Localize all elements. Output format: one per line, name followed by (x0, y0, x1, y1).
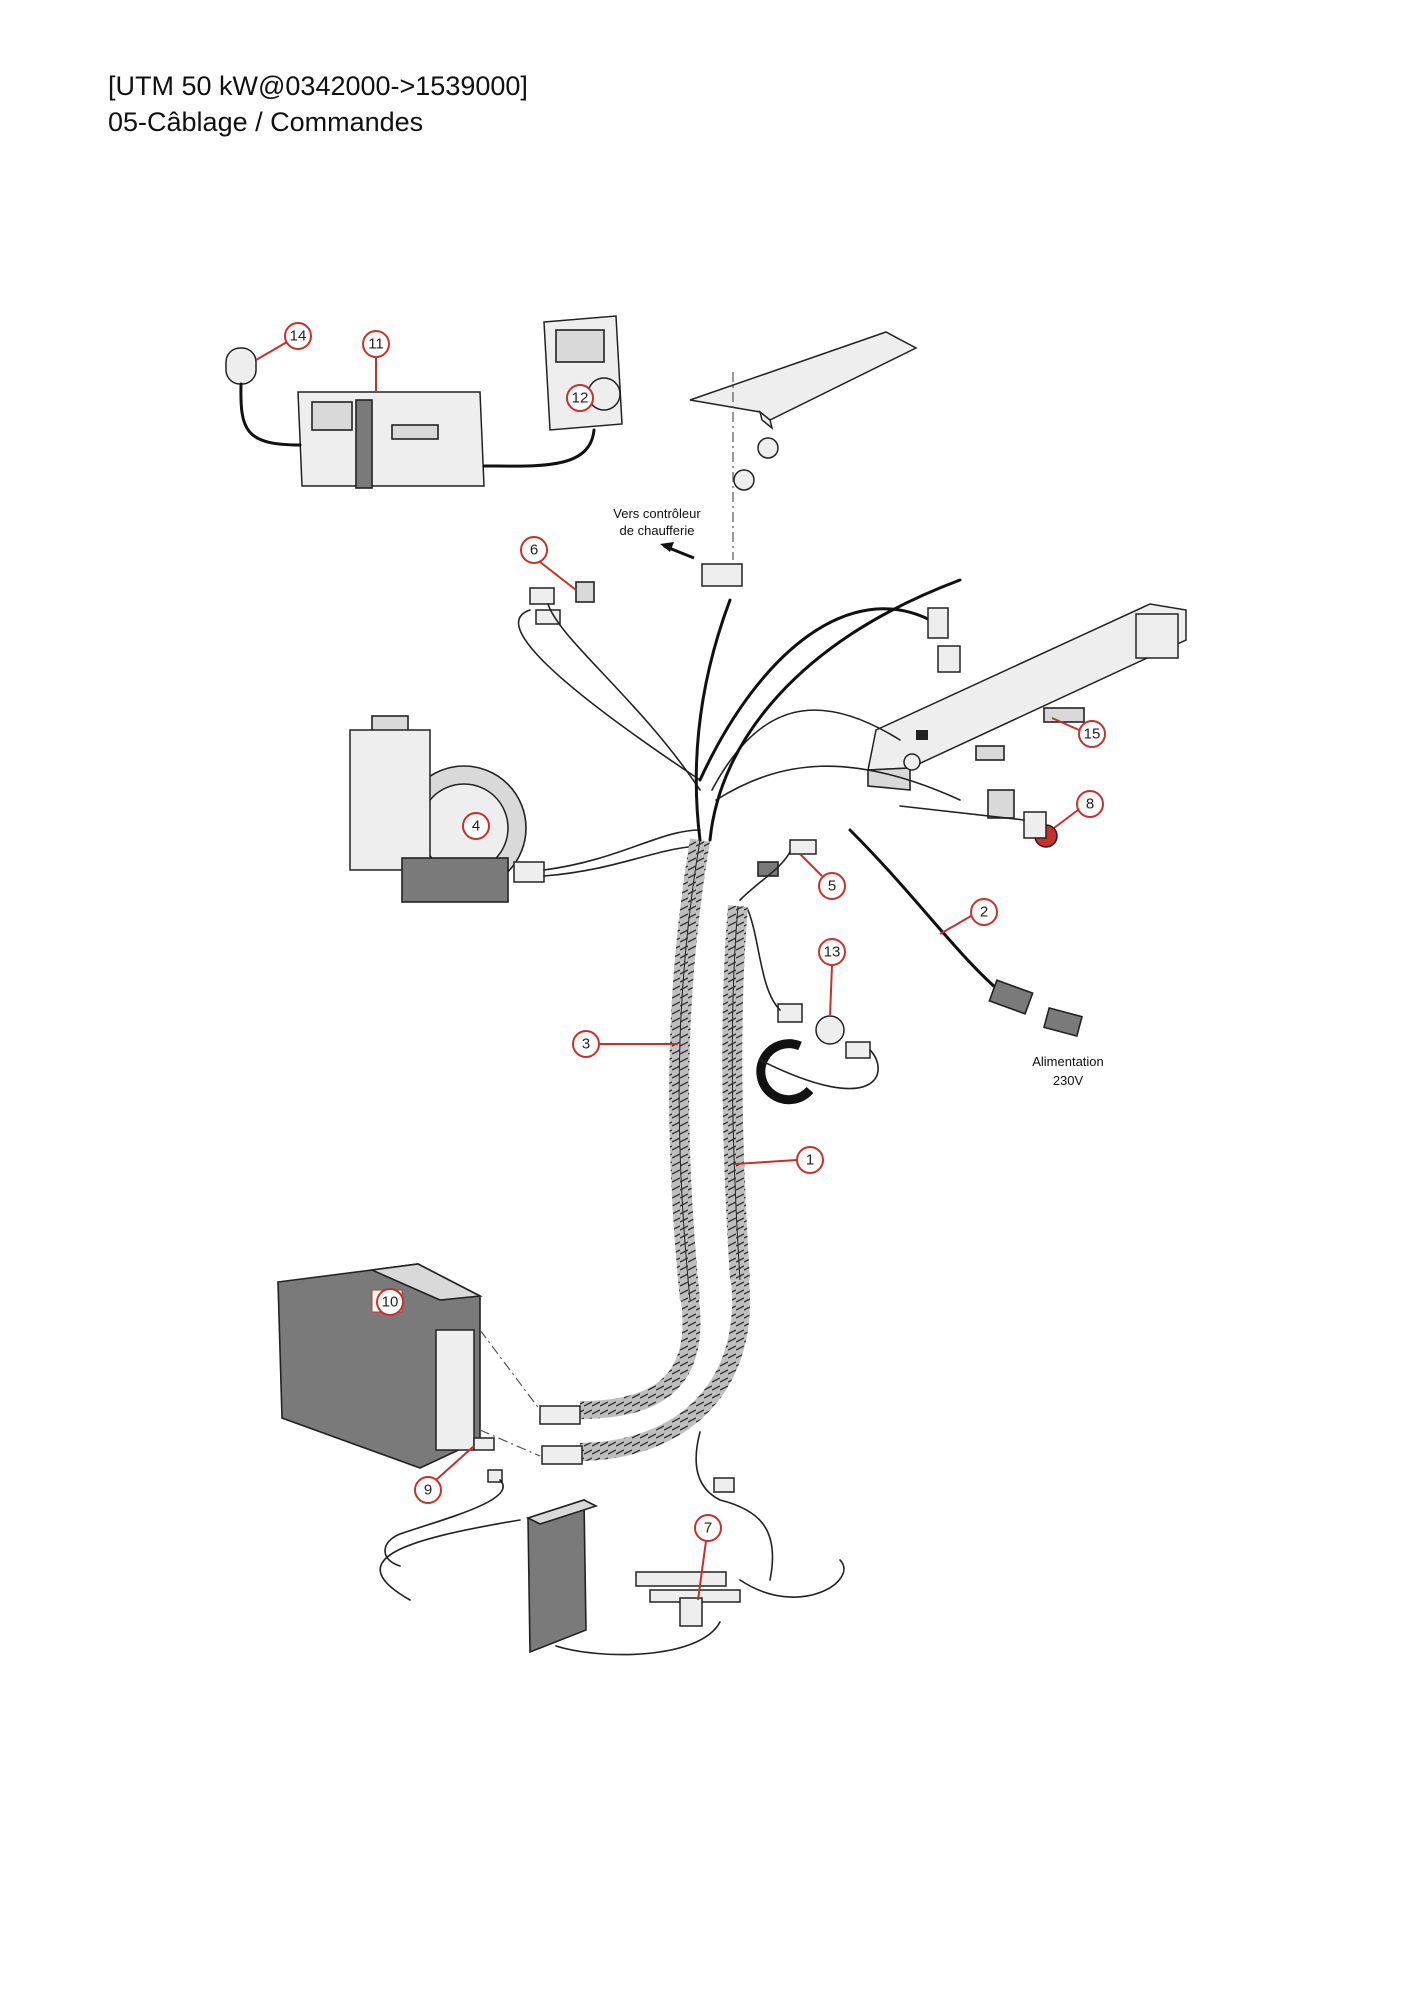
callout-leader-14 (255, 341, 288, 361)
burner-control-box (277, 1263, 583, 1469)
callout-number-3: 3 (582, 1036, 590, 1053)
callout-leader-8 (1053, 809, 1079, 829)
callout-leader-13 (829, 964, 833, 1017)
callout-leader-2 (939, 915, 972, 935)
callout-circle-9 (414, 1476, 442, 1504)
temperature-sensor (739, 839, 817, 901)
callout-number-2: 2 (980, 904, 988, 921)
main-switch (899, 789, 1058, 848)
callout-11: 11 (362, 330, 390, 392)
boiler-controller-label-2: de chaufferie (620, 523, 695, 538)
callout-1: 1 (734, 1146, 824, 1174)
callout-number-14: 14 (290, 328, 307, 345)
callout-9: 9 (414, 1445, 475, 1504)
circulation-pump (349, 715, 705, 903)
callout-10: 10 (376, 1288, 404, 1316)
callout-circle-12 (566, 384, 594, 412)
callout-circle-8 (1076, 790, 1104, 818)
callout-circle-3 (572, 1030, 600, 1058)
callout-circle-4 (462, 812, 490, 840)
callout-circle-13 (818, 938, 846, 966)
callout-leader-9 (435, 1445, 475, 1481)
callout-8: 8 (1053, 790, 1104, 829)
callout-number-12: 12 (572, 390, 589, 407)
ignition-transformer (525, 1498, 721, 1656)
callout-circle-7 (694, 1514, 722, 1542)
callout-number-11: 11 (368, 336, 384, 353)
document-header: [UTM 50 kW@0342000->1539000] 05-Câblage … (108, 68, 528, 140)
callout-4: 4 (462, 812, 490, 840)
callout-leader-15 (1051, 717, 1080, 731)
callout-6: 6 (520, 536, 577, 591)
boiler-controller-pointer: Vers contrôleur de chaufferie (613, 506, 743, 587)
callout-circle-6 (520, 536, 548, 564)
callout-number-6: 6 (530, 542, 538, 559)
callout-number-5: 5 (828, 878, 836, 895)
room-thermostat (543, 315, 623, 431)
power-cable: Alimentation 230V (848, 828, 1104, 1088)
callout-number-1: 1 (806, 1152, 814, 1169)
safety-thermostat (747, 909, 879, 1105)
callout-number-4: 4 (472, 818, 480, 835)
callout-number-15: 15 (1084, 726, 1101, 743)
mounting-bracket (689, 331, 918, 560)
callout-3: 3 (572, 1030, 678, 1058)
callout-5: 5 (799, 853, 846, 900)
callout-number-7: 7 (704, 1520, 712, 1537)
callout-circle-15 (1078, 720, 1106, 748)
section-title: 05-Câblage / Commandes (108, 107, 424, 137)
callout-13: 13 (818, 938, 846, 1017)
callout-7: 7 (694, 1514, 722, 1601)
callout-2: 2 (939, 898, 998, 935)
callout-circle-10 (376, 1288, 404, 1316)
callout-14: 14 (255, 322, 312, 361)
control-board (297, 391, 596, 489)
callout-circle-14 (284, 322, 312, 350)
callout-number-13: 13 (824, 944, 841, 961)
ignition-electrode (635, 1431, 845, 1627)
callout-12: 12 (566, 384, 594, 412)
callout-circle-5 (818, 872, 846, 900)
callout-leader-1 (734, 1159, 798, 1165)
callout-number-8: 8 (1086, 796, 1094, 813)
boiler-controller-label-1: Vers contrôleur (613, 506, 701, 521)
power-label-2: 230V (1053, 1073, 1084, 1088)
ignition-cable (379, 1437, 521, 1601)
callout-leader-6 (539, 561, 577, 591)
power-label-1: Alimentation (1032, 1054, 1104, 1069)
callout-leader-5 (799, 853, 823, 877)
main-harness (579, 838, 710, 1419)
panel-connector-b (937, 645, 961, 673)
outdoor-sensor (225, 347, 302, 447)
model-title: [UTM 50 kW@0342000->1539000] (108, 71, 528, 101)
callout-number-10: 10 (382, 1294, 399, 1311)
callout-circle-2 (970, 898, 998, 926)
callout-15: 15 (1051, 717, 1106, 748)
secondary-harness (579, 905, 751, 1461)
callout-circle-11 (362, 330, 390, 358)
sensor-cable (517, 581, 701, 791)
control-panel (867, 603, 1187, 791)
callout-circle-1 (796, 1146, 824, 1174)
panel-connector-a (927, 607, 949, 639)
callout-leader-7 (697, 1540, 707, 1601)
callout-number-9: 9 (424, 1482, 432, 1499)
